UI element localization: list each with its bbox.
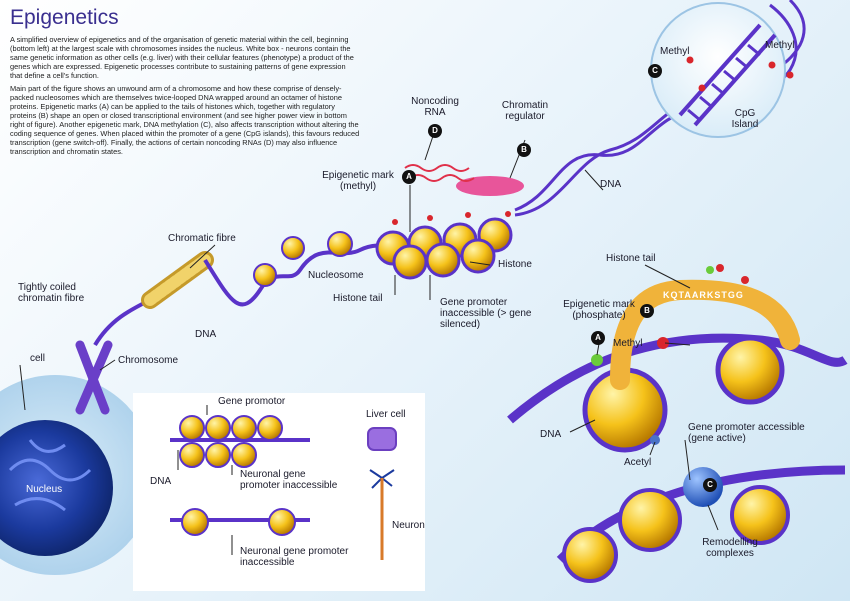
label-gene-promoter-inaccessible: Gene promoter inaccessible (> gene silen… — [440, 297, 532, 330]
label-epigenetic-mark-phosphate: Epigenetic mark (phosphate) — [563, 299, 635, 321]
whitebox-nucleosomes — [170, 415, 310, 536]
label-dna-br: DNA — [540, 429, 562, 440]
methyl-marks — [392, 211, 511, 225]
chromosome-shape — [75, 340, 113, 415]
label-dna-mid: DNA — [195, 329, 217, 340]
nucleus-shape — [0, 420, 113, 556]
nucleus-chromatin — [8, 439, 92, 512]
intro-paragraph-2: Main part of the figure shows an unwound… — [10, 84, 360, 156]
label-gene-promoter-accessible: Gene promoter accessible (gene active) — [688, 422, 805, 444]
label-noncoding-rna: Noncoding RNA — [411, 96, 459, 118]
label-remodelling-complexes: Remodelling complexes — [702, 537, 758, 559]
wb-label-neuronal-top: Neuronal gene promoter inaccessible — [240, 469, 338, 491]
cpg-methyl-dots — [686, 56, 794, 92]
wb-label-gene-promotor: Gene promotor — [218, 396, 286, 407]
badge-b-br: B — [640, 304, 654, 318]
wb-label-neuron: Neuron — [392, 520, 425, 531]
label-nucleosome: Nucleosome — [308, 270, 364, 281]
badge-a: A — [402, 170, 416, 184]
label-epigenetic-mark-methyl: Epigenetic mark (methyl) — [322, 170, 394, 192]
label-cpg-island: CpG Island — [731, 108, 759, 130]
wb-label-neuronal-bottom: Neuronal gene promoter inaccessible — [240, 546, 349, 568]
label-dna-top: DNA — [600, 179, 622, 190]
badge-a-br: A — [591, 331, 605, 345]
badge-c-top: C — [648, 64, 662, 78]
label-chromosome: Chromosome — [118, 355, 179, 366]
histone-cluster — [375, 217, 513, 280]
page-title: Epigenetics — [10, 6, 119, 29]
noncoding-rna-shape — [404, 164, 475, 182]
label-histone-tail-br: Histone tail — [606, 253, 656, 264]
label-tightly-coiled: Tightly coiled chromatin fibre — [18, 282, 85, 304]
chromatic-fibre-shape — [141, 251, 214, 309]
wb-label-liver-cell: Liver cell — [366, 409, 406, 420]
label-methyl-right: Methyl — [765, 40, 795, 51]
label-chromatin-regulator: Chromatin regulator — [501, 100, 549, 122]
label-nucleus: Nucleus — [26, 484, 63, 495]
label-histone: Histone — [498, 259, 532, 270]
dna-strand-br — [507, 333, 848, 424]
label-tail-sequence: KQTAARKSTGG — [663, 290, 744, 300]
badge-b: B — [517, 143, 531, 157]
histone-tail-arch — [610, 279, 800, 390]
label-histone-tail: Histone tail — [333, 293, 383, 304]
intro-paragraph-1: A simplified overview of epigenetics and… — [10, 35, 354, 80]
chromatin-regulator-shape — [456, 176, 524, 196]
liver-cell-shape — [367, 427, 397, 451]
label-cell: cell — [30, 353, 46, 364]
dna-strand-mid — [203, 243, 421, 307]
small-nucleosomes — [253, 231, 353, 287]
intro-text: A simplified overview of epigenetics and… — [10, 35, 360, 160]
tail-marks — [591, 264, 749, 445]
label-methyl-br: Methyl — [613, 338, 643, 349]
wb-label-dna: DNA — [150, 476, 172, 487]
label-acetyl: Acetyl — [624, 457, 652, 468]
neuron-shape — [369, 469, 395, 560]
label-methyl-left: Methyl — [660, 46, 690, 57]
badge-d: D — [428, 124, 442, 138]
badge-c-br: C — [703, 478, 717, 492]
label-chromatic-fibre: Chromatic fibre — [168, 233, 236, 244]
cpg-ladder — [678, 23, 777, 127]
